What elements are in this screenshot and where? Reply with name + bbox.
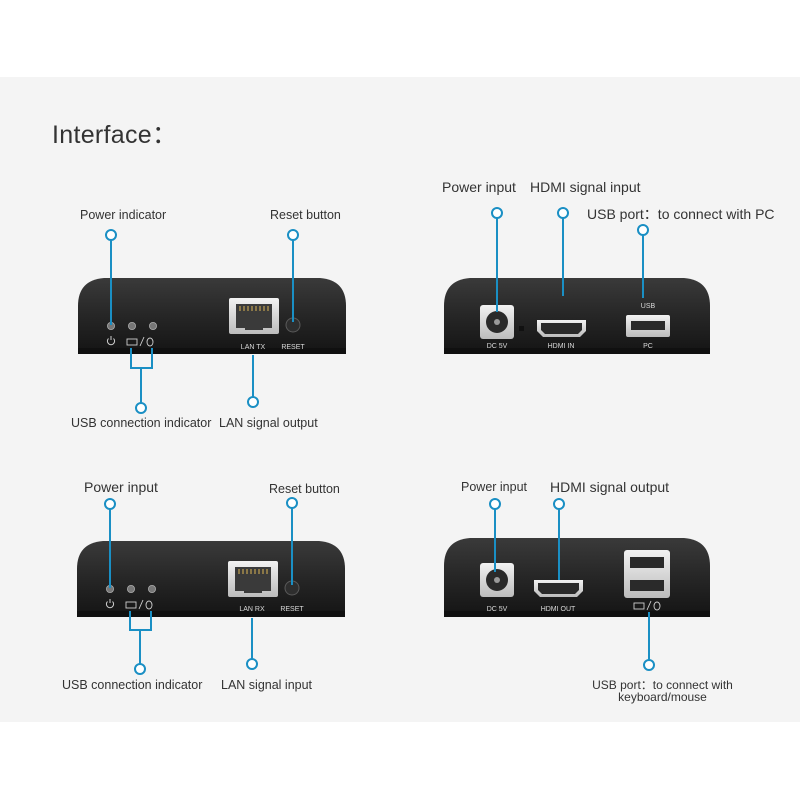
label-power-input-tx: Power input [442, 179, 516, 195]
tr-power-input-marker [491, 207, 503, 219]
br-usb-kbm-marker [643, 659, 655, 671]
tl-reset-port-label: RESET [281, 344, 305, 351]
receiver-front-panel: LAN RX RESET [76, 540, 346, 618]
label-usb-indicator-tx: USB connection indicator [71, 416, 212, 430]
label-hdmi-input: HDMI signal input [530, 179, 641, 195]
tl-usb-indicator-marker [135, 402, 147, 414]
label-power-input-rx: Power input [84, 479, 158, 495]
page-title: Interface： [52, 121, 178, 149]
label-power-indicator: Power indicator [80, 208, 167, 222]
br-hdmi-label: HDMI OUT [541, 606, 576, 613]
tr-pc-label: PC [643, 343, 653, 350]
tr-usb-pc-marker [637, 224, 649, 236]
bl-power-input-marker [104, 498, 116, 510]
label-reset-button-tx: Reset button [270, 208, 341, 222]
transmitter-rear-panel: DC 5V HDMI IN USB PC [444, 278, 710, 354]
label-lan-output: LAN signal output [219, 416, 318, 430]
label-usb-pc: USB port：to connect with PC [587, 206, 775, 222]
bl-lan-input-marker [246, 658, 258, 670]
tl-callouts [110, 240, 294, 404]
bl-reset-port-label: RESET [280, 606, 304, 613]
label-usb-indicator-rx: USB connection indicator [62, 678, 203, 692]
transmitter-front-panel: LAN TX RESET [77, 277, 347, 355]
bl-lan-port-label: LAN RX [239, 606, 265, 613]
br-dc-label: DC 5V [487, 606, 508, 613]
label-hdmi-output: HDMI signal output [550, 479, 670, 495]
tr-usb-top-label: USB [641, 303, 656, 310]
tl-lan-port-label: LAN TX [241, 344, 266, 351]
br-callouts [494, 509, 650, 660]
tl-reset-marker [287, 229, 299, 241]
receiver-rear-panel: DC 5V HDMI OUT [444, 538, 710, 617]
tr-hdmi-label: HDMI IN [548, 343, 575, 350]
label-power-input-rx-rear: Power input [461, 480, 528, 494]
tr-callouts [496, 218, 644, 312]
bl-callouts [109, 508, 293, 664]
br-power-input-marker [489, 498, 501, 510]
bl-reset-marker [286, 497, 298, 509]
br-hdmi-output-marker [553, 498, 565, 510]
label-usb-kbm: USB port：to connect with keyboard/mouse [580, 679, 745, 703]
tr-dc-label: DC 5V [487, 343, 508, 350]
tl-power-indicator-marker [105, 229, 117, 241]
tr-hdmi-input-marker [557, 207, 569, 219]
label-usb-kbm-line2: keyboard/mouse [618, 690, 707, 704]
label-lan-input: LAN signal input [221, 678, 313, 692]
tl-lan-output-marker [247, 396, 259, 408]
label-reset-button-rx: Reset button [269, 482, 340, 496]
bl-usb-indicator-marker [134, 663, 146, 675]
label-usb-kbm-line1: USB port：to connect with [592, 678, 733, 692]
